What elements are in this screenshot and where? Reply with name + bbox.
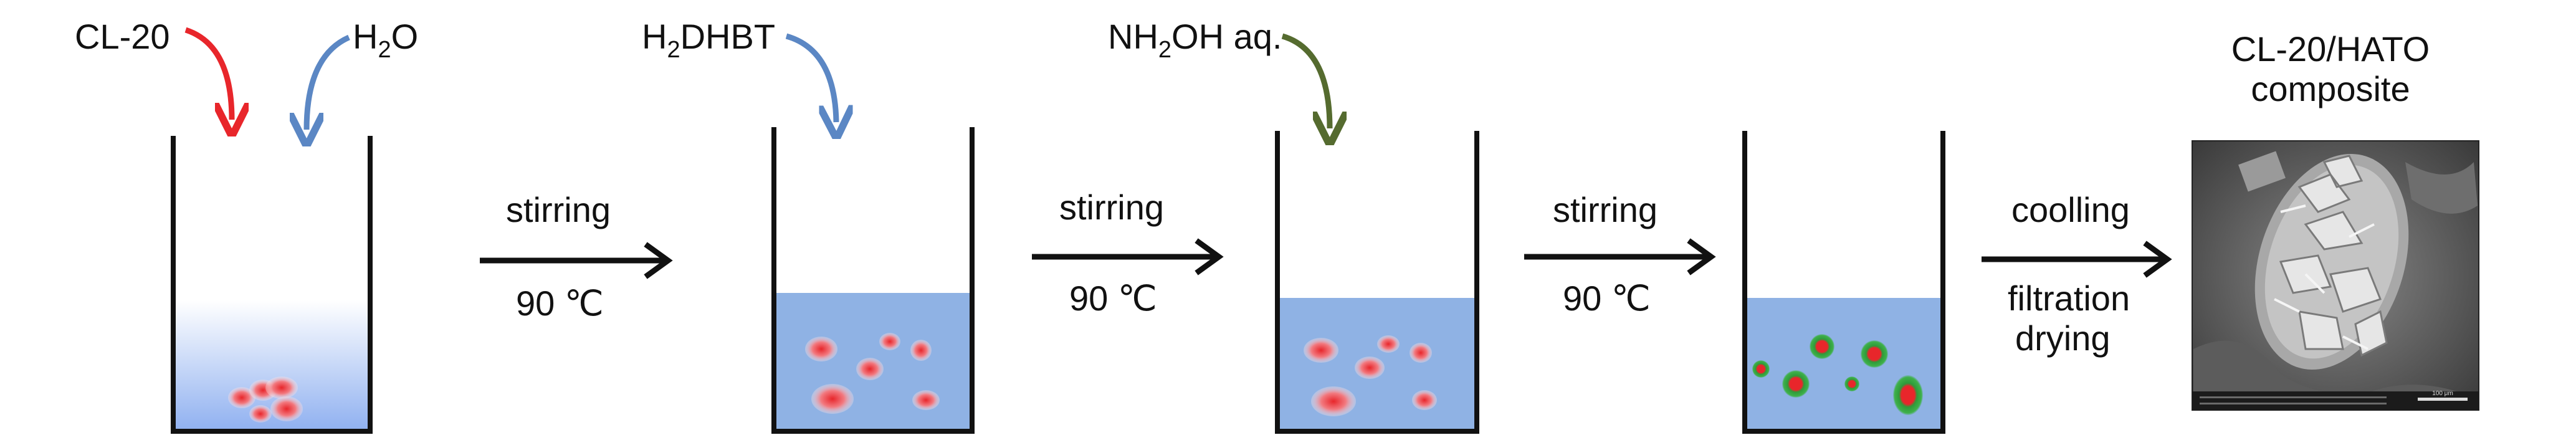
particle	[912, 390, 940, 410]
particle	[1377, 335, 1400, 353]
beaker-1-walls	[171, 136, 373, 434]
coated-particle	[1752, 360, 1770, 378]
water-label: H2O	[353, 17, 418, 63]
beaker-3-walls	[1275, 131, 1479, 434]
particle	[265, 376, 298, 399]
particle	[1410, 343, 1432, 363]
step-3-condition: stirring	[1553, 190, 1658, 229]
beaker-4	[1742, 131, 1945, 434]
cl20-arrow	[184, 27, 232, 120]
hydroxylamine-label: NH2OH aq.	[1108, 17, 1282, 63]
particle	[879, 333, 900, 350]
particle	[228, 387, 255, 408]
particle	[270, 396, 303, 421]
final-step-drying: drying	[2015, 318, 2111, 358]
step-2-arrowhead	[1195, 238, 1224, 275]
sem-image: 100 μm	[2192, 140, 2479, 411]
particle	[811, 384, 854, 414]
beaker-3	[1275, 131, 1479, 434]
water-arrow	[307, 34, 350, 130]
ligand-subscript: 2	[667, 37, 680, 63]
sem-scalebar-label: 100 μm	[2432, 390, 2453, 397]
ligand-h: H	[642, 17, 667, 56]
water-o: O	[391, 17, 419, 56]
step-1-arrowhead	[644, 242, 673, 279]
ligand-label: H2DHBT	[642, 17, 775, 63]
beaker-2-walls	[771, 127, 975, 434]
particle	[805, 337, 837, 361]
step-1-condition: stirring	[506, 190, 611, 229]
coated-particle	[1861, 340, 1888, 368]
beaker-2	[771, 127, 975, 434]
product-subtitle: composite	[2251, 69, 2410, 108]
water-subscript: 2	[378, 37, 391, 63]
particle	[1412, 390, 1437, 410]
hydroxylamine-oh: OH aq.	[1171, 17, 1282, 56]
hydroxylamine-nh: NH	[1108, 17, 1158, 56]
particle	[1311, 386, 1356, 416]
hydroxylamine-subscript: 2	[1158, 37, 1171, 63]
coated-particle	[1782, 370, 1810, 398]
hydroxylamine-arrow	[1281, 33, 1330, 128]
coated-particle	[1893, 375, 1923, 415]
coated-particle	[1810, 334, 1834, 359]
step-1-temperature: 90 ℃	[516, 284, 604, 323]
particle	[249, 405, 272, 423]
coated-particle	[1844, 376, 1859, 391]
particle	[856, 358, 884, 380]
particle	[1304, 338, 1338, 363]
product-title: CL-20/HATO	[2231, 29, 2430, 69]
beaker-4-walls	[1742, 131, 1945, 434]
sem-scalebar	[2418, 398, 2468, 401]
step-3-arrowhead	[1687, 238, 1716, 275]
final-step-cooling: coolling	[2011, 190, 2130, 229]
cl20-label: CL-20	[75, 17, 170, 56]
beaker-1	[171, 136, 373, 434]
ligand-arrow	[785, 33, 836, 122]
water-h: H	[353, 17, 378, 56]
step-2-temperature: 90 ℃	[1069, 279, 1157, 318]
particle	[1355, 356, 1385, 379]
step-2-condition: stirring	[1059, 188, 1164, 227]
final-step-arrowhead	[2143, 241, 2172, 278]
step-3-temperature: 90 ℃	[1563, 279, 1651, 318]
final-step-filtration: filtration	[2008, 279, 2130, 318]
ligand-dhbt: DHBT	[680, 17, 775, 56]
particle	[910, 340, 932, 361]
